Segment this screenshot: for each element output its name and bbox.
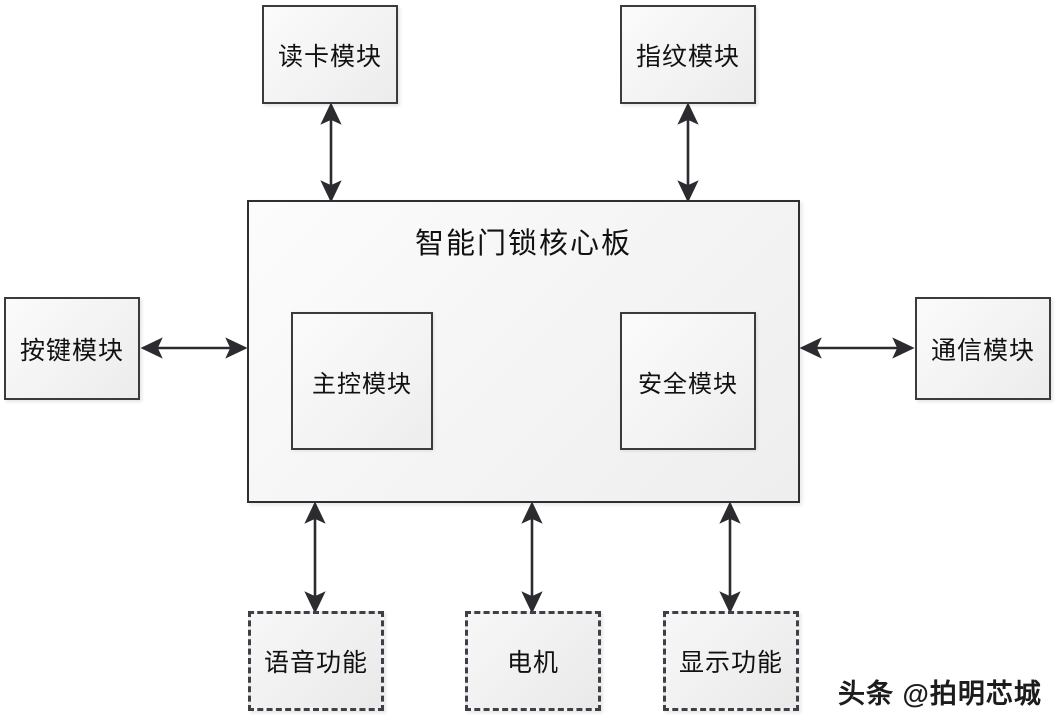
module-communication-label: 通信模块	[930, 336, 1035, 365]
module-communication[interactable]: 通信模块	[915, 297, 1051, 400]
module-voice-label: 语音功能	[263, 649, 368, 677]
module-card-reader-label: 读卡模块	[277, 42, 382, 71]
module-mcu-label: 主控模块	[312, 370, 412, 398]
watermark: 头条 @拍明芯城	[838, 679, 1042, 709]
module-display[interactable]: 显示功能	[663, 611, 799, 711]
module-security[interactable]: 安全模块	[620, 312, 756, 450]
module-fingerprint[interactable]: 指纹模块	[620, 5, 756, 104]
module-mcu[interactable]: 主控模块	[291, 312, 433, 450]
module-voice[interactable]: 语音功能	[248, 611, 384, 711]
module-card-reader[interactable]: 读卡模块	[262, 5, 398, 104]
module-motor-label: 电机	[506, 649, 559, 677]
core-board-title: 智能门锁核心板	[414, 228, 632, 260]
module-fingerprint-label: 指纹模块	[635, 42, 740, 71]
module-keypad-label: 按键模块	[19, 336, 124, 365]
module-display-label: 显示功能	[678, 649, 783, 677]
module-motor[interactable]: 电机	[465, 611, 601, 711]
module-security-label: 安全模块	[638, 370, 738, 398]
core-board[interactable]: 智能门锁核心板 主控模块 安全模块	[247, 200, 800, 503]
module-keypad[interactable]: 按键模块	[4, 297, 140, 400]
